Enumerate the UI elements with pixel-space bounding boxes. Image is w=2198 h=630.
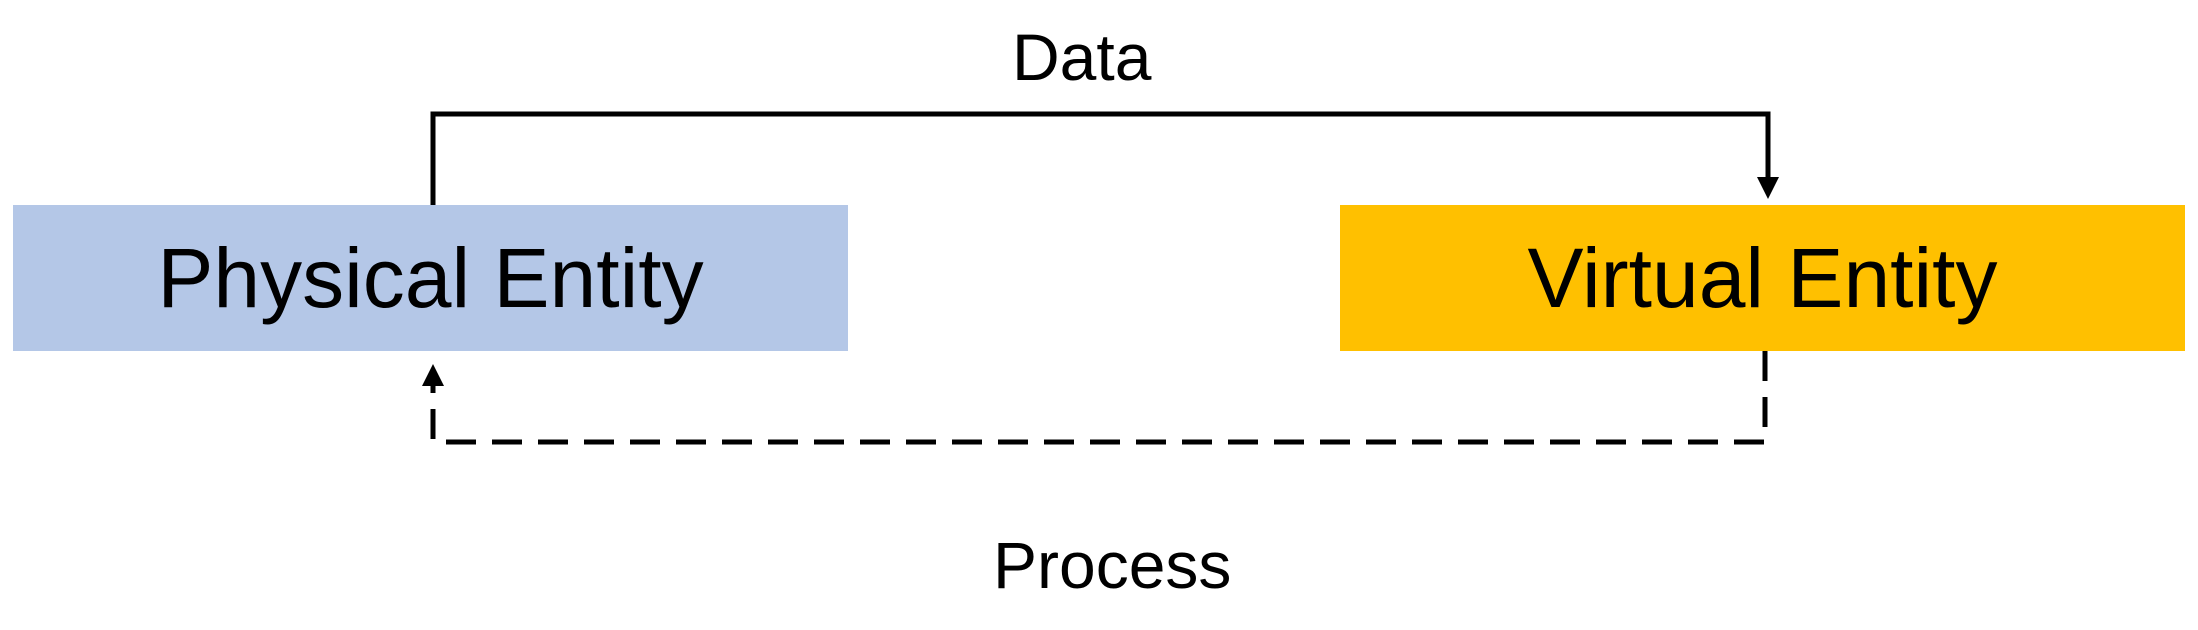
virtual-entity-label: Virtual Entity	[1527, 231, 1998, 325]
physical-entity-box: Physical Entity	[13, 205, 848, 351]
virtual-entity-box: Virtual Entity	[1340, 205, 2185, 351]
physical-entity-label: Physical Entity	[157, 231, 704, 325]
process-flow-line	[430, 351, 1768, 445]
data-flow-arrowhead	[1757, 177, 1779, 199]
process-flow-arrowhead	[422, 364, 444, 386]
data-flow-line	[430, 111, 1771, 205]
process-flow-label: Process	[993, 528, 1232, 602]
data-flow-label: Data	[1012, 20, 1152, 94]
